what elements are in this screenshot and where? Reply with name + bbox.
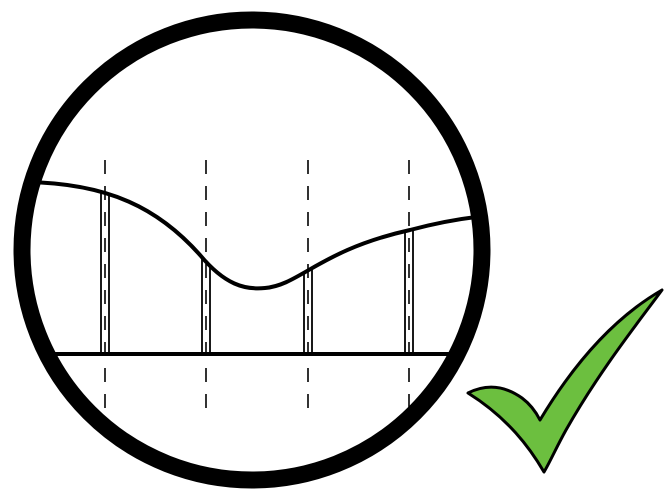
lens-background — [26, 24, 478, 476]
lens-content — [26, 160, 478, 415]
posts — [100, 191, 414, 354]
magnifier-ring — [13, 11, 491, 489]
check-mark-icon — [466, 288, 664, 474]
surface-curve — [26, 180, 478, 291]
post-centerlines — [104, 160, 410, 415]
